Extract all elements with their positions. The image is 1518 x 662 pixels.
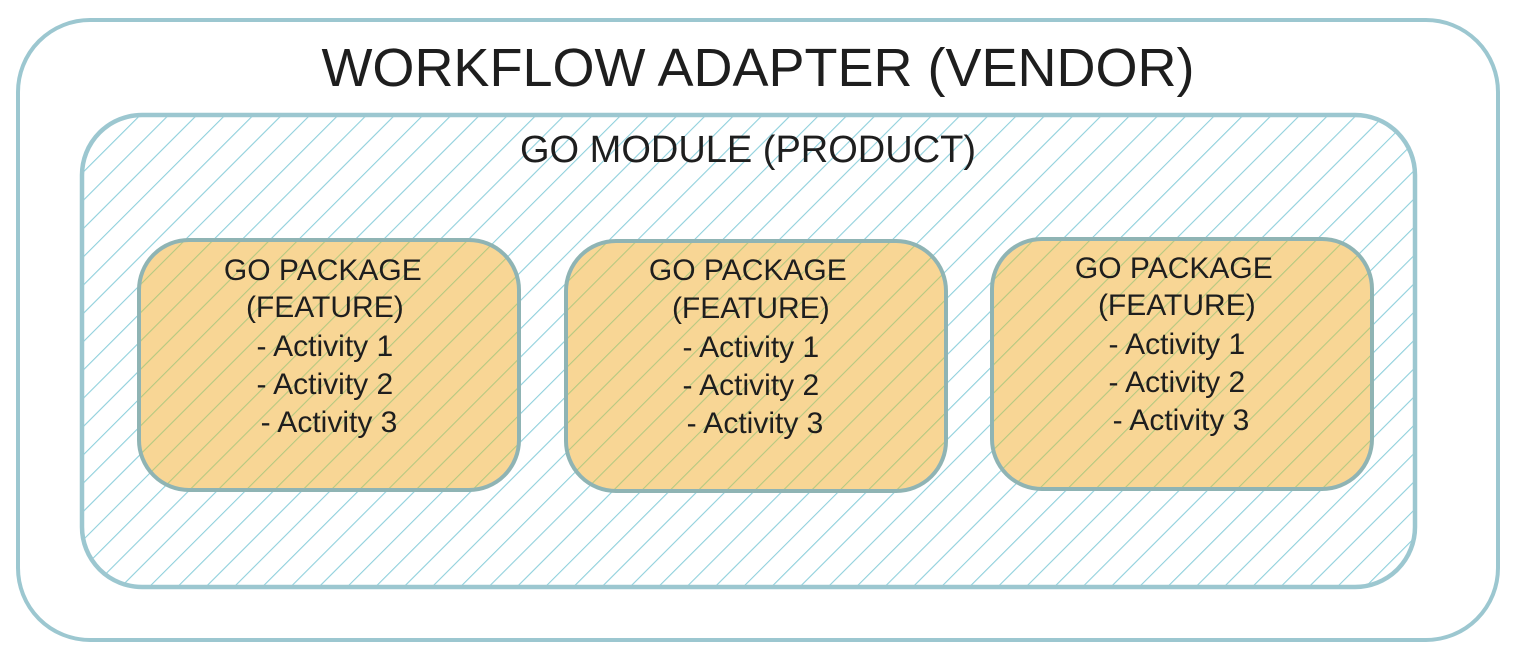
module-border bbox=[79, 112, 1418, 590]
package-text: GO PACKAGE (FEATURE) - Activity 1 - Acti… bbox=[1075, 252, 1281, 437]
package-hatch bbox=[992, 239, 1372, 489]
activity-item: - Activity 3 bbox=[687, 407, 824, 440]
vendor-title: WORKFLOW ADAPTER (VENDOR) bbox=[321, 38, 1194, 98]
activity-item: - Activity 1 bbox=[682, 331, 819, 364]
package-subtitle: (FEATURE) bbox=[1098, 289, 1256, 322]
package-card: GO PACKAGE (FEATURE) - Activity 1 - Acti… bbox=[137, 238, 521, 492]
package-card: GO PACKAGE (FEATURE) - Activity 1 - Acti… bbox=[990, 237, 1374, 491]
package-border bbox=[564, 239, 948, 493]
package-title: GO PACKAGE bbox=[1075, 252, 1273, 285]
activity-item: - Activity 2 bbox=[256, 368, 393, 401]
activity-item: - Activity 3 bbox=[1113, 404, 1250, 437]
package-subtitle: (FEATURE) bbox=[246, 291, 404, 324]
package-border bbox=[990, 237, 1374, 491]
activity-item: - Activity 2 bbox=[1108, 366, 1245, 399]
module-title: GO MODULE (PRODUCT) bbox=[520, 129, 976, 171]
package-border bbox=[137, 238, 521, 492]
activity-item: - Activity 1 bbox=[256, 330, 393, 363]
package-hatch bbox=[566, 241, 946, 491]
package-hatch bbox=[139, 240, 519, 490]
package-text: GO PACKAGE (FEATURE) - Activity 1 - Acti… bbox=[224, 254, 430, 439]
activity-item: - Activity 1 bbox=[1108, 328, 1245, 361]
package-subtitle: (FEATURE) bbox=[672, 292, 830, 325]
package-card: GO PACKAGE (FEATURE) - Activity 1 - Acti… bbox=[564, 239, 948, 493]
activity-item: - Activity 3 bbox=[261, 406, 398, 439]
package-text: GO PACKAGE (FEATURE) - Activity 1 - Acti… bbox=[649, 254, 855, 440]
activity-item: - Activity 2 bbox=[682, 369, 819, 402]
package-title: GO PACKAGE bbox=[224, 254, 422, 287]
package-title: GO PACKAGE bbox=[649, 254, 847, 287]
